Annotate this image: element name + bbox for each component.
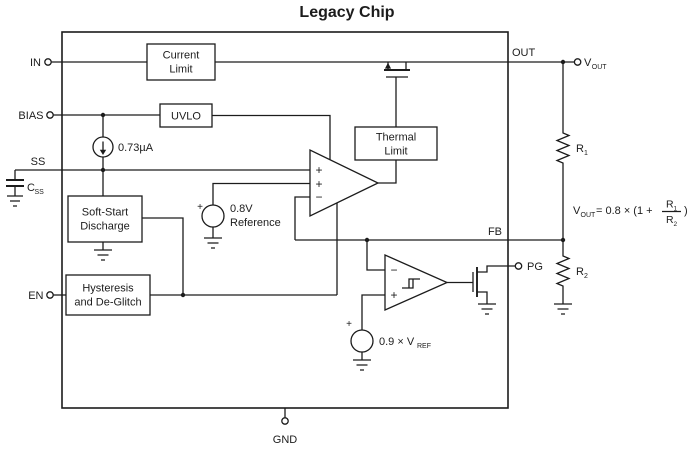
resistor-r2-icon (555, 253, 571, 289)
junction-dot (100, 112, 106, 118)
r2-label: R (576, 266, 584, 278)
wire-hysteresis-to-discharge (142, 217, 184, 295)
formula-den: R (666, 214, 674, 226)
ground-icon-css (7, 195, 23, 207)
css-label: C (27, 182, 35, 194)
css-label-sub: SS (35, 189, 45, 196)
junction-dot (100, 167, 106, 173)
thermal-limit-block (354, 126, 438, 161)
soft-start-label-1: Soft-Start (82, 207, 128, 219)
wire-fb-to-comparator (366, 240, 385, 271)
pgref-label-sub: REF (417, 343, 431, 350)
vout-label-sub: OUT (592, 64, 608, 71)
wire-ref-to-amp (212, 182, 310, 205)
current-limit-label-1: Current (163, 50, 200, 62)
pass-fet-icon (384, 62, 410, 78)
formula-num-sub: 1 (674, 206, 678, 213)
uvlo-block (159, 103, 213, 128)
pin-en-label: EN (28, 290, 43, 302)
current-limit-block (146, 43, 216, 81)
hysteresis-deglitch-block (65, 274, 151, 316)
thermal-limit-label-2: Limit (384, 146, 407, 158)
pgref-label: 0.9 × V (379, 336, 415, 348)
reference-label-2: Reference (230, 217, 281, 229)
wire-pgfet-source (477, 291, 488, 304)
pin-fb-label: FB (488, 226, 502, 238)
soft-start-label-2: Discharge (80, 221, 130, 233)
wire-fb-to-amp (294, 196, 310, 240)
r2-label-sub: 2 (584, 273, 588, 280)
error-amp-minus: − (315, 190, 322, 204)
pg-fet-icon (472, 267, 478, 297)
current-source-arrow-icon (99, 149, 107, 155)
pin-bias-terminal (46, 111, 54, 119)
ground-icon-divider (554, 303, 572, 315)
thermal-limit-label-1: Thermal (376, 132, 416, 144)
formula-num: R (666, 199, 674, 211)
pgref-plus-sign: + (346, 319, 352, 330)
pin-bias-label: BIAS (18, 110, 43, 122)
ground-icon-discharge (94, 249, 112, 261)
junction-dot (364, 237, 370, 243)
wire-pg (477, 265, 516, 273)
pin-pg-terminal (514, 262, 523, 270)
junction-dot (560, 237, 566, 243)
soft-start-discharge-block (67, 195, 143, 243)
formula-den-sub: 2 (674, 221, 678, 228)
wire-pgref-to-comparator (361, 294, 385, 330)
wires (14, 61, 575, 418)
comparator-minus: − (390, 263, 397, 277)
hysteresis-symbol-icon (402, 278, 420, 289)
vout-label: V (584, 57, 592, 69)
pin-in-terminal (44, 58, 52, 66)
hysteresis-label-1: Hysteresis (82, 283, 134, 295)
ground-icon-pgref (353, 359, 371, 371)
hysteresis-label-2: and De-Glitch (74, 297, 141, 309)
junction-dot (560, 59, 566, 65)
pass-fet-arrow (384, 62, 392, 69)
error-amp-plus-1: + (315, 163, 322, 177)
formula-v: V (573, 205, 581, 217)
wire-amp-output (378, 160, 397, 184)
formula-close: ) (684, 205, 688, 217)
pin-gnd-terminal (281, 417, 289, 425)
pin-en-terminal (46, 291, 54, 299)
error-amp (309, 148, 380, 218)
pg-comparator (384, 254, 449, 311)
pin-ss-label: SS (31, 156, 46, 168)
pass-fet-leads (387, 62, 407, 70)
current-limit-label-2: Limit (169, 64, 192, 76)
formula-v-sub: OUT (581, 212, 597, 219)
pin-vout-terminal (573, 58, 582, 66)
error-amp-plus-2: + (315, 177, 322, 191)
pg-reference-icon (350, 329, 374, 353)
capacitor-css-icon (6, 179, 24, 187)
pin-gnd-label: GND (273, 434, 298, 446)
pin-pg-label: PG (527, 261, 543, 273)
wire-uvlo-to-amp (212, 114, 331, 160)
pin-in-label: IN (30, 57, 41, 69)
resistor-r1-icon (555, 130, 571, 166)
reference-label-1: 0.8V (230, 203, 253, 215)
comparator-plus: + (390, 288, 397, 302)
pin-out-label: OUT (512, 47, 536, 59)
bias-current-label: 0.73µA (118, 142, 154, 154)
reference-plus-sign: + (197, 202, 203, 213)
diagram-title: Legacy Chip (299, 4, 394, 21)
vout-formula: V OUT = 0.8 × (1 + R 1 R 2 ) (573, 199, 688, 229)
r1-label-sub: 1 (584, 150, 588, 157)
ground-icon-reference (204, 237, 222, 249)
junction-dot (180, 292, 186, 298)
formula-mid: = 0.8 × (1 + (596, 205, 653, 217)
voltage-reference-icon (201, 204, 225, 228)
uvlo-label: UVLO (171, 111, 201, 123)
r1-label: R (576, 143, 584, 155)
ground-icon-pgfet (478, 303, 496, 315)
